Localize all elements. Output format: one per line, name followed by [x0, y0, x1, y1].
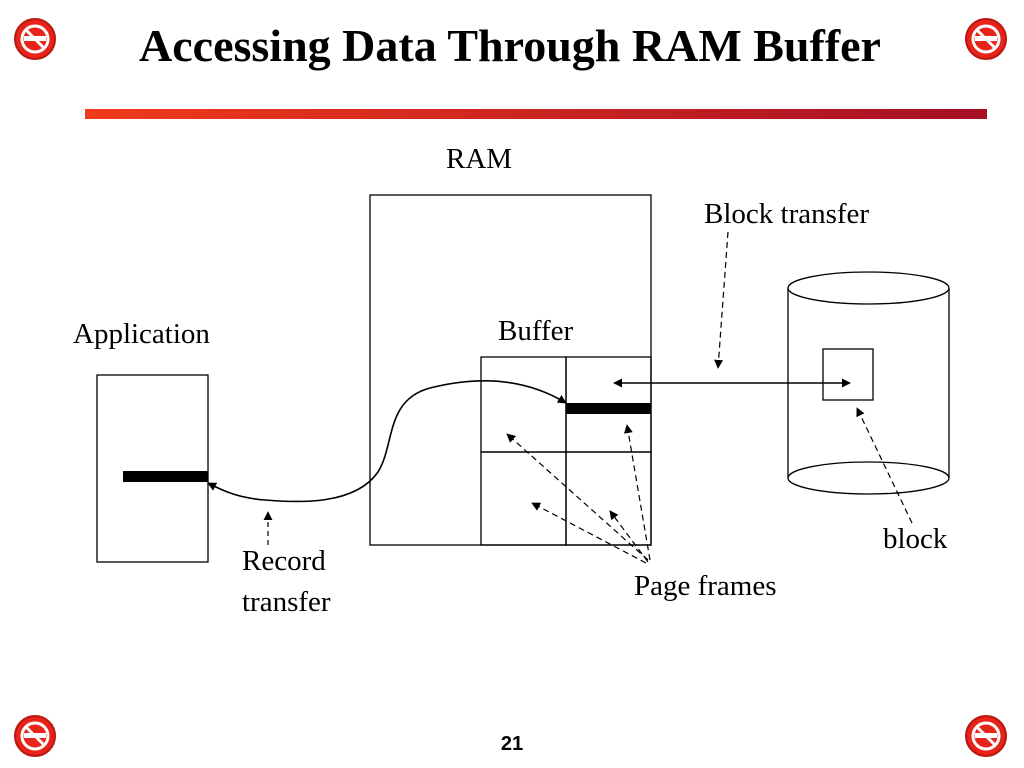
page-frames-pointer — [623, 424, 651, 561]
record-transfer-curve — [207, 380, 567, 503]
buffer-grid — [480, 356, 652, 546]
page-frame — [565, 451, 652, 546]
page-frames-label: Page frames — [634, 570, 777, 602]
disk-block — [822, 348, 874, 401]
no-smoking-icon — [965, 18, 1007, 60]
page-frame — [480, 451, 567, 546]
application-record-bar — [123, 471, 208, 482]
page-frame — [480, 356, 567, 453]
title-underline — [85, 109, 987, 119]
record-transfer-label-line1: Record — [242, 545, 326, 577]
no-smoking-icon — [965, 715, 1007, 757]
page-number: 21 — [500, 733, 524, 755]
slide-title: Accessing Data Through RAM Buffer — [139, 20, 881, 71]
ram-label: RAM — [446, 143, 513, 175]
page-frames-pointer — [609, 510, 649, 563]
page-frames-pointer — [506, 433, 649, 561]
no-smoking-icon — [14, 18, 56, 60]
block-label: block — [883, 523, 948, 555]
application-label: Application — [73, 318, 210, 350]
record-transfer-label-line2: transfer — [242, 586, 331, 618]
ram-box — [369, 194, 652, 546]
application-box — [96, 374, 209, 563]
page-frames-pointer — [531, 502, 647, 564]
no-smoking-icon — [14, 715, 56, 757]
block-transfer-label: Block transfer — [704, 198, 870, 230]
buffer-label: Buffer — [498, 315, 574, 347]
block-transfer-pointer — [714, 231, 729, 369]
block-pointer — [856, 407, 913, 524]
buffer-record-bar — [566, 403, 651, 414]
disk-cylinder — [787, 271, 950, 495]
